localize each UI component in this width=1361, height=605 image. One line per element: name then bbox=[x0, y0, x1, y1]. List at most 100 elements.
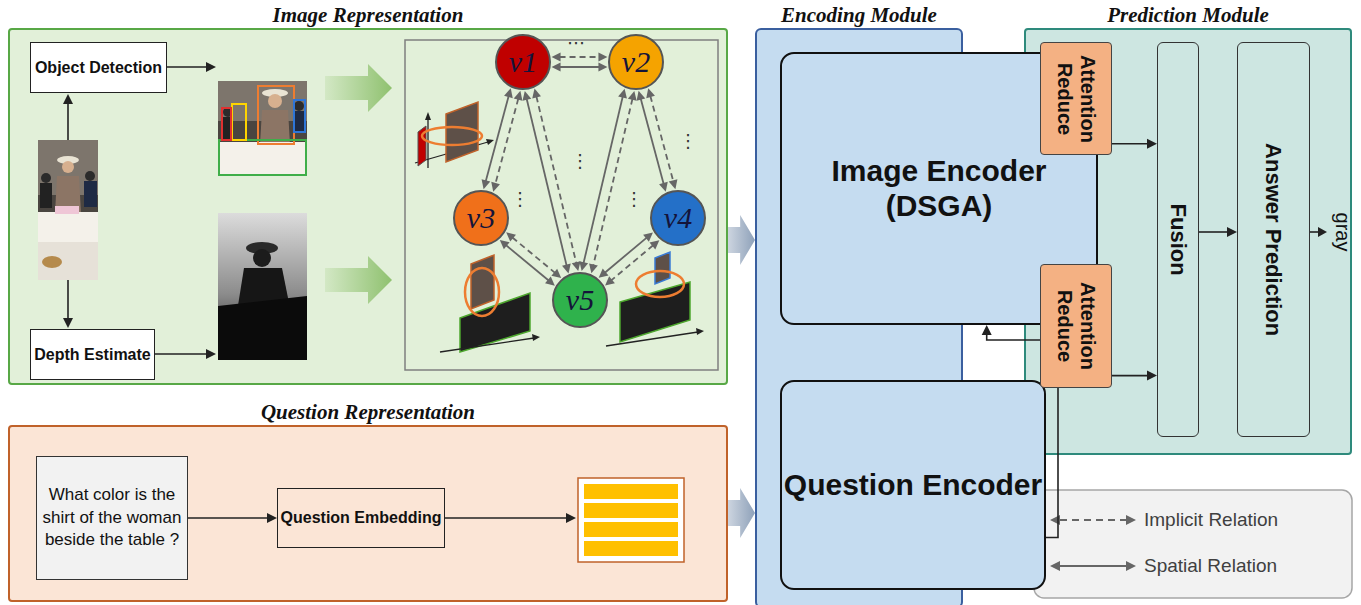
box-label: Answer Prediction bbox=[1261, 143, 1286, 336]
attention-box: Attention Reduce bbox=[1040, 42, 1112, 155]
connector bbox=[552, 53, 608, 62]
arrow-head bbox=[1147, 371, 1157, 381]
arrow-head bbox=[491, 182, 500, 192]
box-label: Attention Reduce bbox=[1053, 275, 1099, 377]
connector bbox=[728, 215, 755, 265]
connector bbox=[599, 232, 653, 277]
arrow-head bbox=[618, 89, 627, 99]
question-embedding-bars bbox=[584, 522, 678, 537]
arrow-head bbox=[646, 88, 655, 98]
connector-line bbox=[605, 238, 647, 273]
detection-image bbox=[218, 81, 307, 176]
connector-line bbox=[584, 96, 623, 263]
pose-icon bbox=[422, 127, 482, 145]
legend-sample-solid bbox=[1050, 561, 1060, 571]
pose-icon bbox=[606, 332, 698, 346]
input-photo bbox=[38, 242, 98, 280]
connector bbox=[579, 89, 627, 271]
process-box: Object Detection bbox=[30, 42, 167, 93]
ellipsis-dots: ⋮ bbox=[679, 132, 697, 150]
pipeline-arrow bbox=[206, 349, 216, 359]
node-label: v4 bbox=[664, 203, 692, 233]
embedding-box: Question Embedding bbox=[277, 488, 445, 548]
detection-image bbox=[294, 111, 305, 133]
arrow-head bbox=[552, 63, 561, 72]
arrow-head bbox=[598, 63, 607, 72]
legend-sample-solid bbox=[1126, 561, 1136, 571]
process-box: Depth Estimate bbox=[30, 329, 155, 380]
node-label: v5 bbox=[566, 285, 594, 315]
arrow-head bbox=[605, 276, 615, 285]
pipeline-arrow bbox=[566, 513, 576, 523]
pipeline-arrow bbox=[1318, 227, 1327, 237]
node-label: v2 bbox=[622, 47, 650, 77]
input-photo bbox=[38, 212, 98, 242]
detection-image bbox=[218, 142, 307, 176]
pipeline-arrow bbox=[206, 62, 216, 72]
ellipsis-dots-holder: ⋮ bbox=[624, 185, 644, 213]
arrow-head bbox=[500, 240, 510, 249]
question-embedding-bars bbox=[578, 478, 684, 562]
arrow-head bbox=[579, 261, 588, 271]
detection-image bbox=[294, 100, 305, 132]
connector bbox=[963, 207, 1024, 257]
question-embedding-bars bbox=[584, 503, 678, 518]
box-label: Question Embedding bbox=[281, 508, 442, 527]
legend-sample-solid bbox=[1050, 561, 1136, 571]
pose-icon bbox=[427, 118, 428, 168]
ellipsis-dots-holder: ⋯ bbox=[561, 31, 591, 55]
legend-sample-dashed bbox=[1126, 515, 1136, 525]
connector-line bbox=[560, 56, 600, 58]
connector-line bbox=[1199, 231, 1228, 233]
legend-text: Spatial Relation bbox=[1144, 555, 1277, 577]
pipeline-arrow bbox=[67, 280, 69, 318]
module-panel: Encoding ModuleImage Encoder (DSGA)Quest… bbox=[755, 28, 963, 605]
legend-sample-dashed bbox=[1050, 515, 1136, 525]
connector bbox=[589, 91, 637, 273]
connector-line bbox=[987, 334, 1058, 538]
box-label: Depth Estimate bbox=[34, 345, 150, 364]
pipeline-arrow bbox=[63, 318, 73, 328]
input-photo bbox=[55, 176, 81, 214]
ellipsis-dots: ⋯ bbox=[567, 34, 585, 52]
ellipsis-dots-holder: ⋮ bbox=[510, 185, 530, 213]
arrow-head bbox=[532, 89, 541, 99]
legend-box bbox=[1034, 490, 1352, 598]
answer-label-holder: gray bbox=[1328, 200, 1358, 264]
box-label: Fusion bbox=[1165, 203, 1190, 275]
ellipsis-dots-holder: ⋮ bbox=[678, 127, 698, 155]
pose-icon bbox=[486, 139, 494, 145]
flow-chevron bbox=[728, 215, 755, 265]
connector bbox=[188, 513, 277, 523]
connector-line bbox=[188, 517, 268, 519]
arrow-head bbox=[506, 232, 516, 241]
connector-line bbox=[1112, 375, 1148, 377]
pose-icon bbox=[696, 328, 704, 335]
graph-node-circle: v2 bbox=[608, 34, 664, 90]
input-photo bbox=[85, 171, 95, 181]
depth-image bbox=[218, 213, 307, 360]
arrow-head bbox=[589, 264, 598, 274]
pipeline-arrow bbox=[127, 353, 206, 355]
arrow-head bbox=[659, 182, 668, 192]
graph-node-circle: v3 bbox=[453, 190, 509, 246]
box-label: Attention Reduce bbox=[1053, 48, 1099, 150]
panel-title: Prediction Module bbox=[1026, 3, 1350, 27]
legend-text: Implicit Relation bbox=[1144, 509, 1278, 531]
node-label: v1 bbox=[509, 47, 537, 77]
question-text: What color is the shirt of the woman bes… bbox=[41, 484, 183, 551]
depth-image bbox=[218, 213, 307, 360]
pose-icon bbox=[465, 268, 499, 316]
legend-box bbox=[1034, 490, 1352, 598]
connector bbox=[500, 240, 555, 286]
pipeline-arrow bbox=[63, 94, 73, 104]
legend-sample-dashed bbox=[1060, 519, 1126, 521]
connector bbox=[1199, 227, 1237, 237]
node-label: v3 bbox=[467, 203, 495, 233]
arrow-head bbox=[637, 91, 646, 101]
green-chevron bbox=[325, 256, 392, 304]
connector bbox=[552, 63, 608, 72]
pose-icon bbox=[425, 112, 431, 120]
pipeline-arrow bbox=[1310, 231, 1318, 233]
pose-icon bbox=[655, 252, 670, 284]
